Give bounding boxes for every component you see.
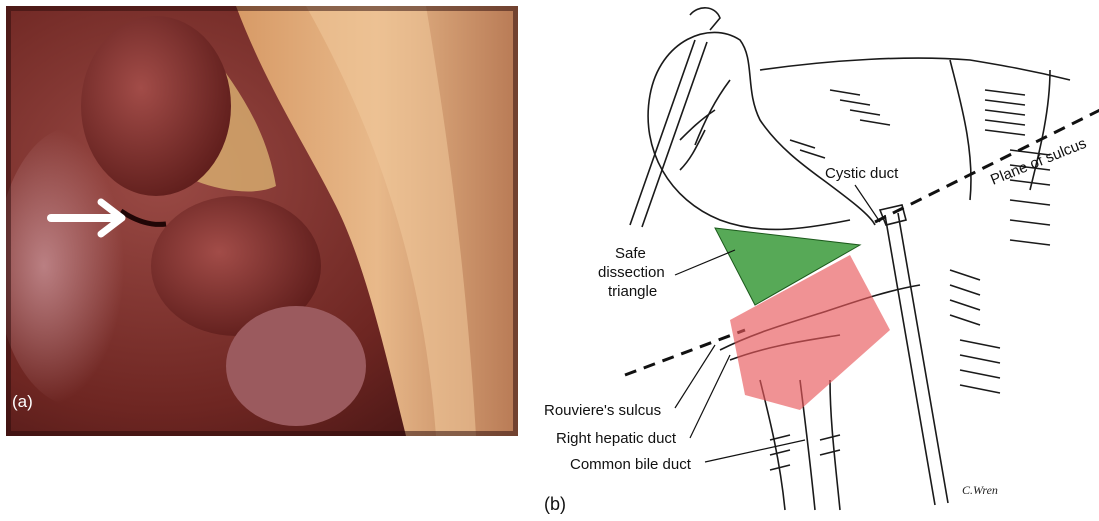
rouviere-sulcus-label: Rouviere's sulcus: [544, 402, 661, 419]
artist-signature: C.Wren: [962, 483, 998, 497]
panel-a-label: (a): [12, 392, 33, 412]
common-bile-duct-label: Common bile duct: [570, 456, 692, 473]
safe-label-line3: triangle: [608, 283, 657, 300]
anatomy-diagram: Cystic duct Plane of sulcus Safe dissect…: [530, 0, 1099, 521]
photo-canvas: [6, 6, 518, 436]
panel-b-label: (b): [544, 494, 566, 515]
diagram-canvas: Cystic duct Plane of sulcus Safe dissect…: [530, 0, 1099, 521]
plane-of-sulcus-label: Plane of sulcus: [988, 135, 1089, 189]
sulcus-plane-line: [875, 110, 1099, 222]
right-hepatic-duct-label: Right hepatic duct: [556, 430, 677, 447]
laparoscopic-photo: [6, 6, 518, 436]
safe-label-line2: dissection: [598, 264, 665, 281]
rouviere-plane-line: [625, 330, 745, 375]
safe-label-line1: Safe: [615, 245, 646, 262]
cystic-duct-label: Cystic duct: [825, 165, 899, 182]
